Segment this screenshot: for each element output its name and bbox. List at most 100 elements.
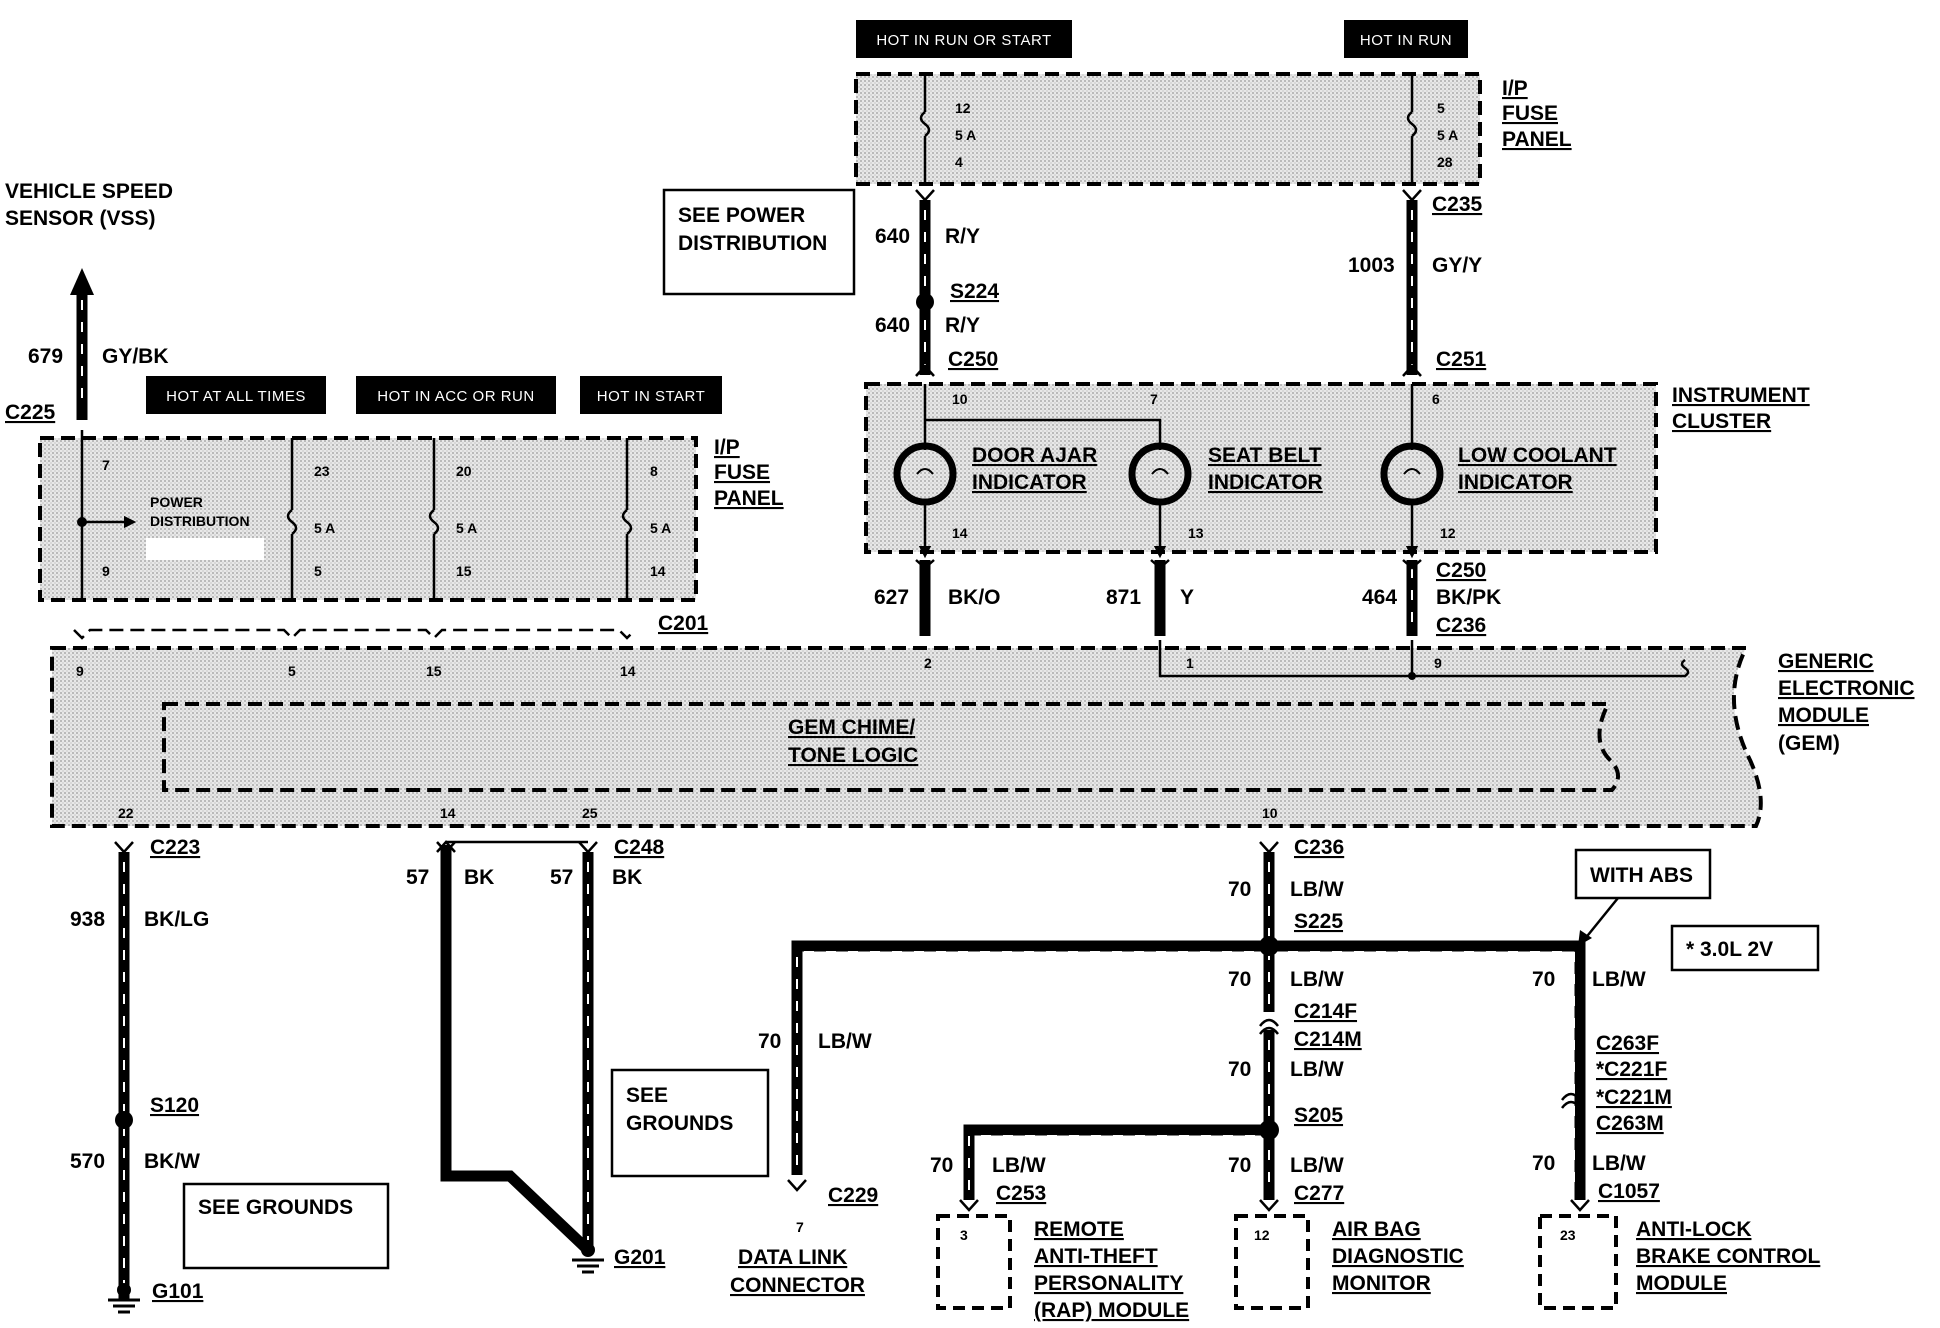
- diagram-label: DISTRIBUTION: [678, 232, 827, 255]
- diagram-label: 5: [288, 663, 296, 679]
- ground-icon: [572, 1243, 604, 1274]
- diagram-label: LB/W: [992, 1154, 1046, 1177]
- diagram-label: 1003: [1348, 254, 1395, 277]
- diagram-label: MODULE: [1636, 1272, 1727, 1295]
- diagram-label: 70: [1228, 1058, 1251, 1081]
- diagram-label: INDICATOR: [1208, 471, 1323, 494]
- diagram-label: CLUSTER: [1672, 410, 1771, 433]
- diagram-label: 23: [314, 463, 330, 479]
- header-hot-run-start: HOT IN RUN OR START: [856, 20, 1072, 58]
- diagram-label: LB/W: [1290, 968, 1344, 991]
- diagram-label: C201: [658, 612, 709, 635]
- diagram-label: 70: [1532, 968, 1555, 991]
- diagram-label: C263F: [1596, 1032, 1659, 1055]
- diagram-label: S224: [950, 280, 999, 303]
- diagram-label: SEE: [626, 1084, 668, 1107]
- header-hot-start: HOT IN START: [580, 376, 722, 414]
- left-fuse-panel: [38, 436, 698, 602]
- diagram-label: 15: [456, 563, 472, 579]
- diagram-label: 5 A: [456, 520, 477, 536]
- top-fuse-panel: [854, 72, 1482, 186]
- diagram-label: 640: [875, 225, 910, 248]
- splice-s225: [1259, 936, 1279, 956]
- diagram-label: 14: [620, 663, 636, 679]
- diagram-label: BK/W: [144, 1150, 200, 1173]
- diagram-label: 7: [1150, 391, 1158, 407]
- see-grounds-box-middle: SEE GROUNDS: [610, 1068, 770, 1178]
- diagram-label: GROUNDS: [626, 1112, 733, 1135]
- see-power-distribution-box: SEE POWER DISTRIBUTION: [662, 188, 856, 296]
- diagram-label: BK: [612, 866, 642, 889]
- diagram-label: HOT IN START: [597, 388, 706, 405]
- diagram-label: 4: [955, 154, 963, 170]
- diagram-label: DIAGNOSTIC: [1332, 1245, 1464, 1268]
- diagram-label: 14: [650, 563, 666, 579]
- diagram-label: G201: [614, 1246, 666, 1269]
- diagram-label: 14: [440, 805, 456, 821]
- diagram-label: C277: [1294, 1182, 1344, 1205]
- diagram-label: INDICATOR: [972, 471, 1087, 494]
- diagram-label: 627: [874, 586, 909, 609]
- fuse-icon: [1406, 111, 1418, 137]
- generic-electronic-module: [50, 646, 1763, 828]
- diagram-label: ELECTRONIC: [1778, 677, 1915, 700]
- diagram-label: 70: [1228, 878, 1251, 901]
- diagram-label: 25: [582, 805, 598, 821]
- data-link-connector-label: DATA LINK CONNECTOR: [730, 1246, 865, 1297]
- diagram-label: INDICATOR: [1458, 471, 1573, 494]
- diagram-label: 9: [1434, 655, 1442, 671]
- diagram-label: SEE POWER: [678, 204, 805, 227]
- diagram-label: BK/O: [948, 586, 1001, 609]
- diagram-label: 938: [70, 908, 105, 931]
- diagram-label: (RAP) MODULE: [1034, 1299, 1189, 1322]
- diagram-label: 9: [102, 563, 110, 579]
- diagram-label: C250: [1436, 559, 1486, 582]
- diagram-label: GENERIC: [1778, 650, 1874, 673]
- diagram-label: MONITOR: [1332, 1272, 1431, 1295]
- see-grounds-box-left: SEE GROUNDS: [182, 1182, 390, 1270]
- diagram-label: S205: [1294, 1104, 1343, 1127]
- instrument-cluster: [864, 382, 1658, 554]
- diagram-label: 5: [314, 563, 322, 579]
- fuse-icon: [286, 509, 298, 535]
- diagram-label: 7: [796, 1219, 804, 1235]
- fuse-icon: [621, 509, 633, 535]
- diagram-label: SENSOR (VSS): [5, 207, 156, 230]
- with-abs-box: WITH ABS: [1574, 848, 1712, 900]
- diagram-label: TONE LOGIC: [788, 744, 918, 767]
- diagram-label: 57: [550, 866, 573, 889]
- diagram-label: SEAT BELT: [1208, 444, 1322, 467]
- diagram-label: 7: [102, 457, 110, 473]
- diagram-label: S120: [150, 1094, 199, 1117]
- diagram-label: I/P: [714, 436, 740, 459]
- diagram-label: FUSE: [714, 461, 770, 484]
- diagram-label: 5: [1437, 100, 1445, 116]
- diagram-label: 70: [758, 1030, 781, 1053]
- diagram-label: R/Y: [945, 314, 980, 337]
- diagram-label: LOW COOLANT: [1458, 444, 1617, 467]
- diagram-label: S225: [1294, 910, 1343, 933]
- diagram-label: 20: [456, 463, 472, 479]
- diagram-label: HOT AT ALL TIMES: [166, 388, 306, 405]
- diagram-label: 679: [28, 345, 63, 368]
- diagram-label: MODULE: [1778, 704, 1869, 727]
- splice-s120: [115, 1111, 133, 1129]
- diagram-label: 15: [426, 663, 442, 679]
- diagram-label: WITH ABS: [1590, 864, 1693, 887]
- diagram-label: 871: [1106, 586, 1141, 609]
- diagram-label: BK/LG: [144, 908, 209, 931]
- pointer-arrow-icon: [1578, 930, 1592, 946]
- air-bag-monitor-connector: [1234, 1214, 1310, 1310]
- diagram-label: 2: [924, 655, 932, 671]
- diagram-label: 57: [406, 866, 429, 889]
- diagram-label: 3: [960, 1227, 968, 1243]
- diagram-label: C223: [150, 836, 200, 859]
- diagram-label: HOT IN RUN: [1360, 32, 1452, 49]
- header-hot-all-times: HOT AT ALL TIMES: [146, 376, 326, 414]
- diagram-label: LB/W: [818, 1030, 872, 1053]
- diagram-label: 12: [1254, 1227, 1270, 1243]
- arrow-up-icon: [70, 268, 94, 295]
- diagram-label: DISTRIBUTION: [150, 513, 250, 529]
- diagram-label: C236: [1436, 614, 1486, 637]
